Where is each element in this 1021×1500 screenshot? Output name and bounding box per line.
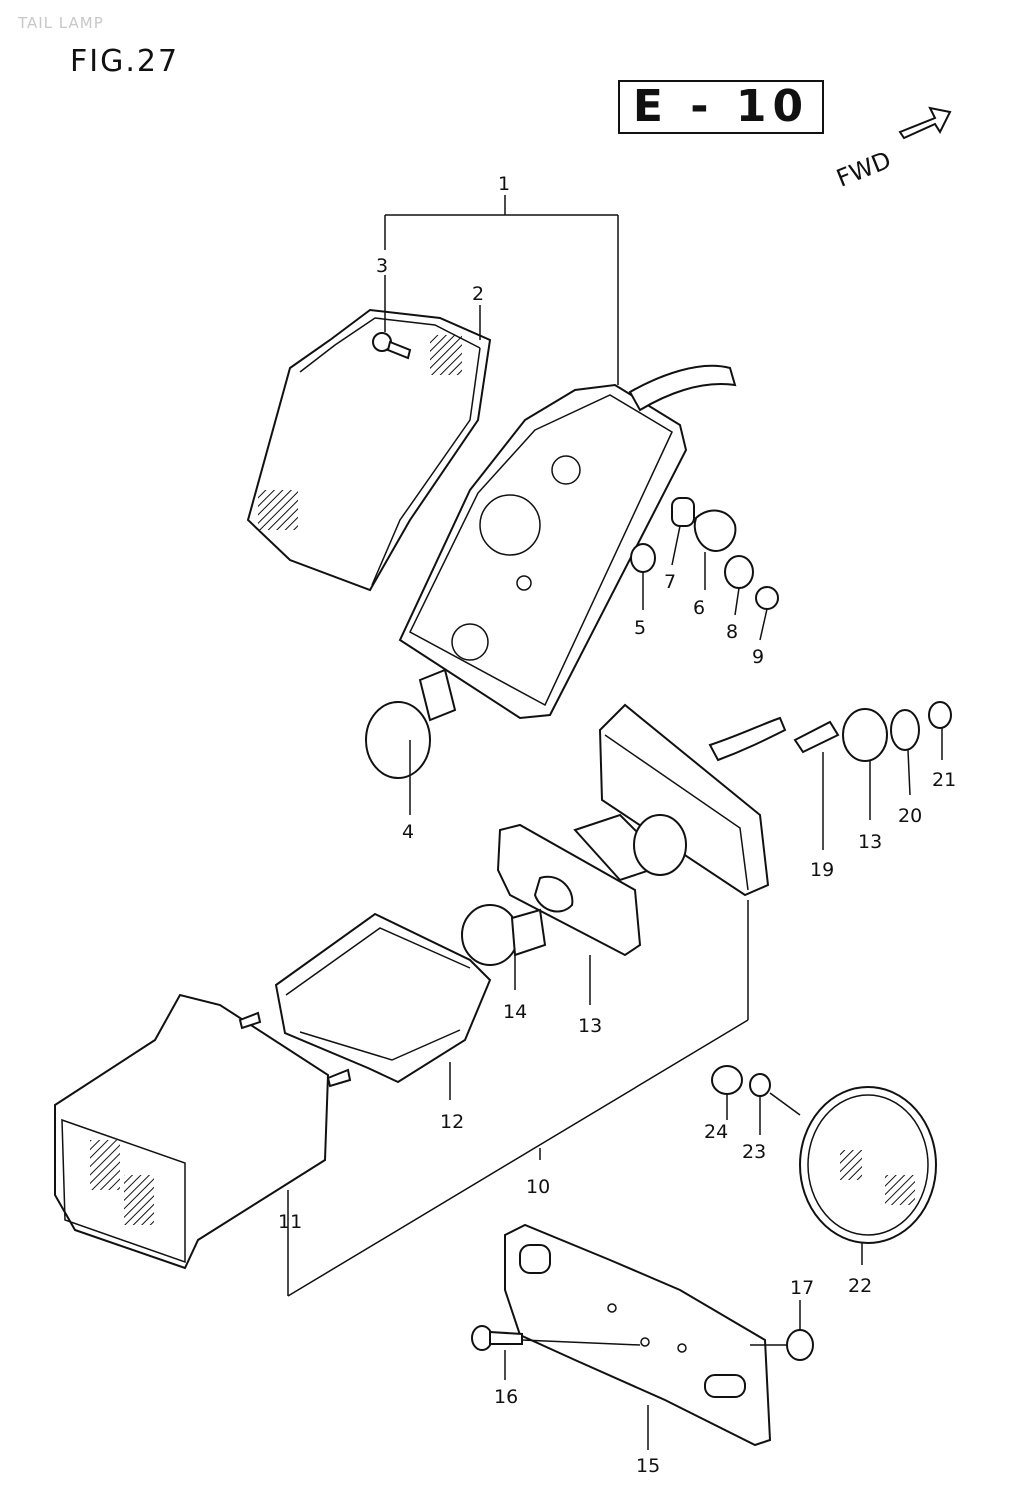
callout-4: 4	[402, 821, 414, 843]
callout-7: 7	[664, 571, 676, 593]
lower-fittings	[793, 701, 952, 762]
washer-8	[724, 555, 754, 589]
callout-6: 6	[693, 597, 705, 619]
cap-nut-9	[755, 586, 779, 610]
washer-5	[630, 543, 656, 573]
callout-20: 20	[898, 805, 922, 827]
reflector-fasteners	[711, 1065, 801, 1116]
callout-21: 21	[932, 769, 956, 791]
round-reflector	[799, 1086, 937, 1244]
callout-2: 2	[472, 283, 484, 305]
callout-13-lower: 13	[578, 1015, 602, 1037]
callout-22: 22	[848, 1275, 872, 1297]
forward-direction-indicator: FWD	[833, 106, 952, 193]
callout-24: 24	[704, 1121, 728, 1143]
region-code-box: E - 10	[618, 80, 824, 134]
upper-lamp-housing	[398, 364, 737, 720]
callout-9: 9	[752, 646, 764, 668]
callout-3: 3	[376, 255, 388, 277]
faint-header-label: TAIL LAMP	[18, 14, 104, 32]
nut-6	[693, 509, 737, 552]
assembly-bracket-1	[384, 195, 619, 385]
callout-19: 19	[810, 859, 834, 881]
bracket-fasteners	[471, 1325, 814, 1361]
bolt-shank-16	[489, 1330, 523, 1345]
callout-leaders	[384, 275, 943, 1450]
lens-screw	[372, 332, 412, 360]
callout-labels: 1 2 3 4 5 6 7 8 9 10 11 12 13 13 14 15 1…	[278, 173, 956, 1477]
nut-17	[786, 1329, 814, 1361]
upper-bulb	[365, 668, 457, 779]
callout-17: 17	[790, 1277, 814, 1299]
callout-15: 15	[636, 1455, 660, 1477]
callout-11: 11	[278, 1211, 302, 1233]
reflector	[274, 912, 492, 1084]
callout-13-right: 13	[858, 831, 882, 853]
callout-12: 12	[440, 1111, 464, 1133]
callout-8: 8	[726, 621, 738, 643]
nut-24	[711, 1065, 743, 1095]
grommet-7	[671, 497, 695, 527]
figure-title: FIG.27	[70, 44, 180, 79]
grommet-13	[842, 708, 888, 762]
callout-16: 16	[494, 1386, 518, 1408]
lower-bulb	[461, 904, 547, 966]
nut-21	[928, 701, 952, 729]
collar-19	[793, 720, 840, 754]
callout-5: 5	[634, 617, 646, 639]
upper-fittings	[630, 497, 779, 610]
washer-20	[890, 709, 920, 751]
fwd-arrow-icon	[898, 106, 952, 140]
assembly-bracket-10	[287, 900, 749, 1297]
fwd-label: FWD	[833, 146, 895, 193]
callout-23: 23	[742, 1141, 766, 1163]
region-code: E - 10	[632, 81, 810, 132]
lower-lamp-housing	[573, 703, 787, 897]
mounting-bracket	[504, 1223, 772, 1447]
lower-lamp-lens	[54, 993, 352, 1270]
gasket-plate	[496, 823, 642, 957]
callout-1: 1	[498, 173, 510, 195]
callout-10: 10	[526, 1176, 550, 1198]
callout-14: 14	[503, 1001, 527, 1023]
washer-23	[749, 1073, 771, 1097]
upper-lamp-lens	[246, 308, 492, 592]
